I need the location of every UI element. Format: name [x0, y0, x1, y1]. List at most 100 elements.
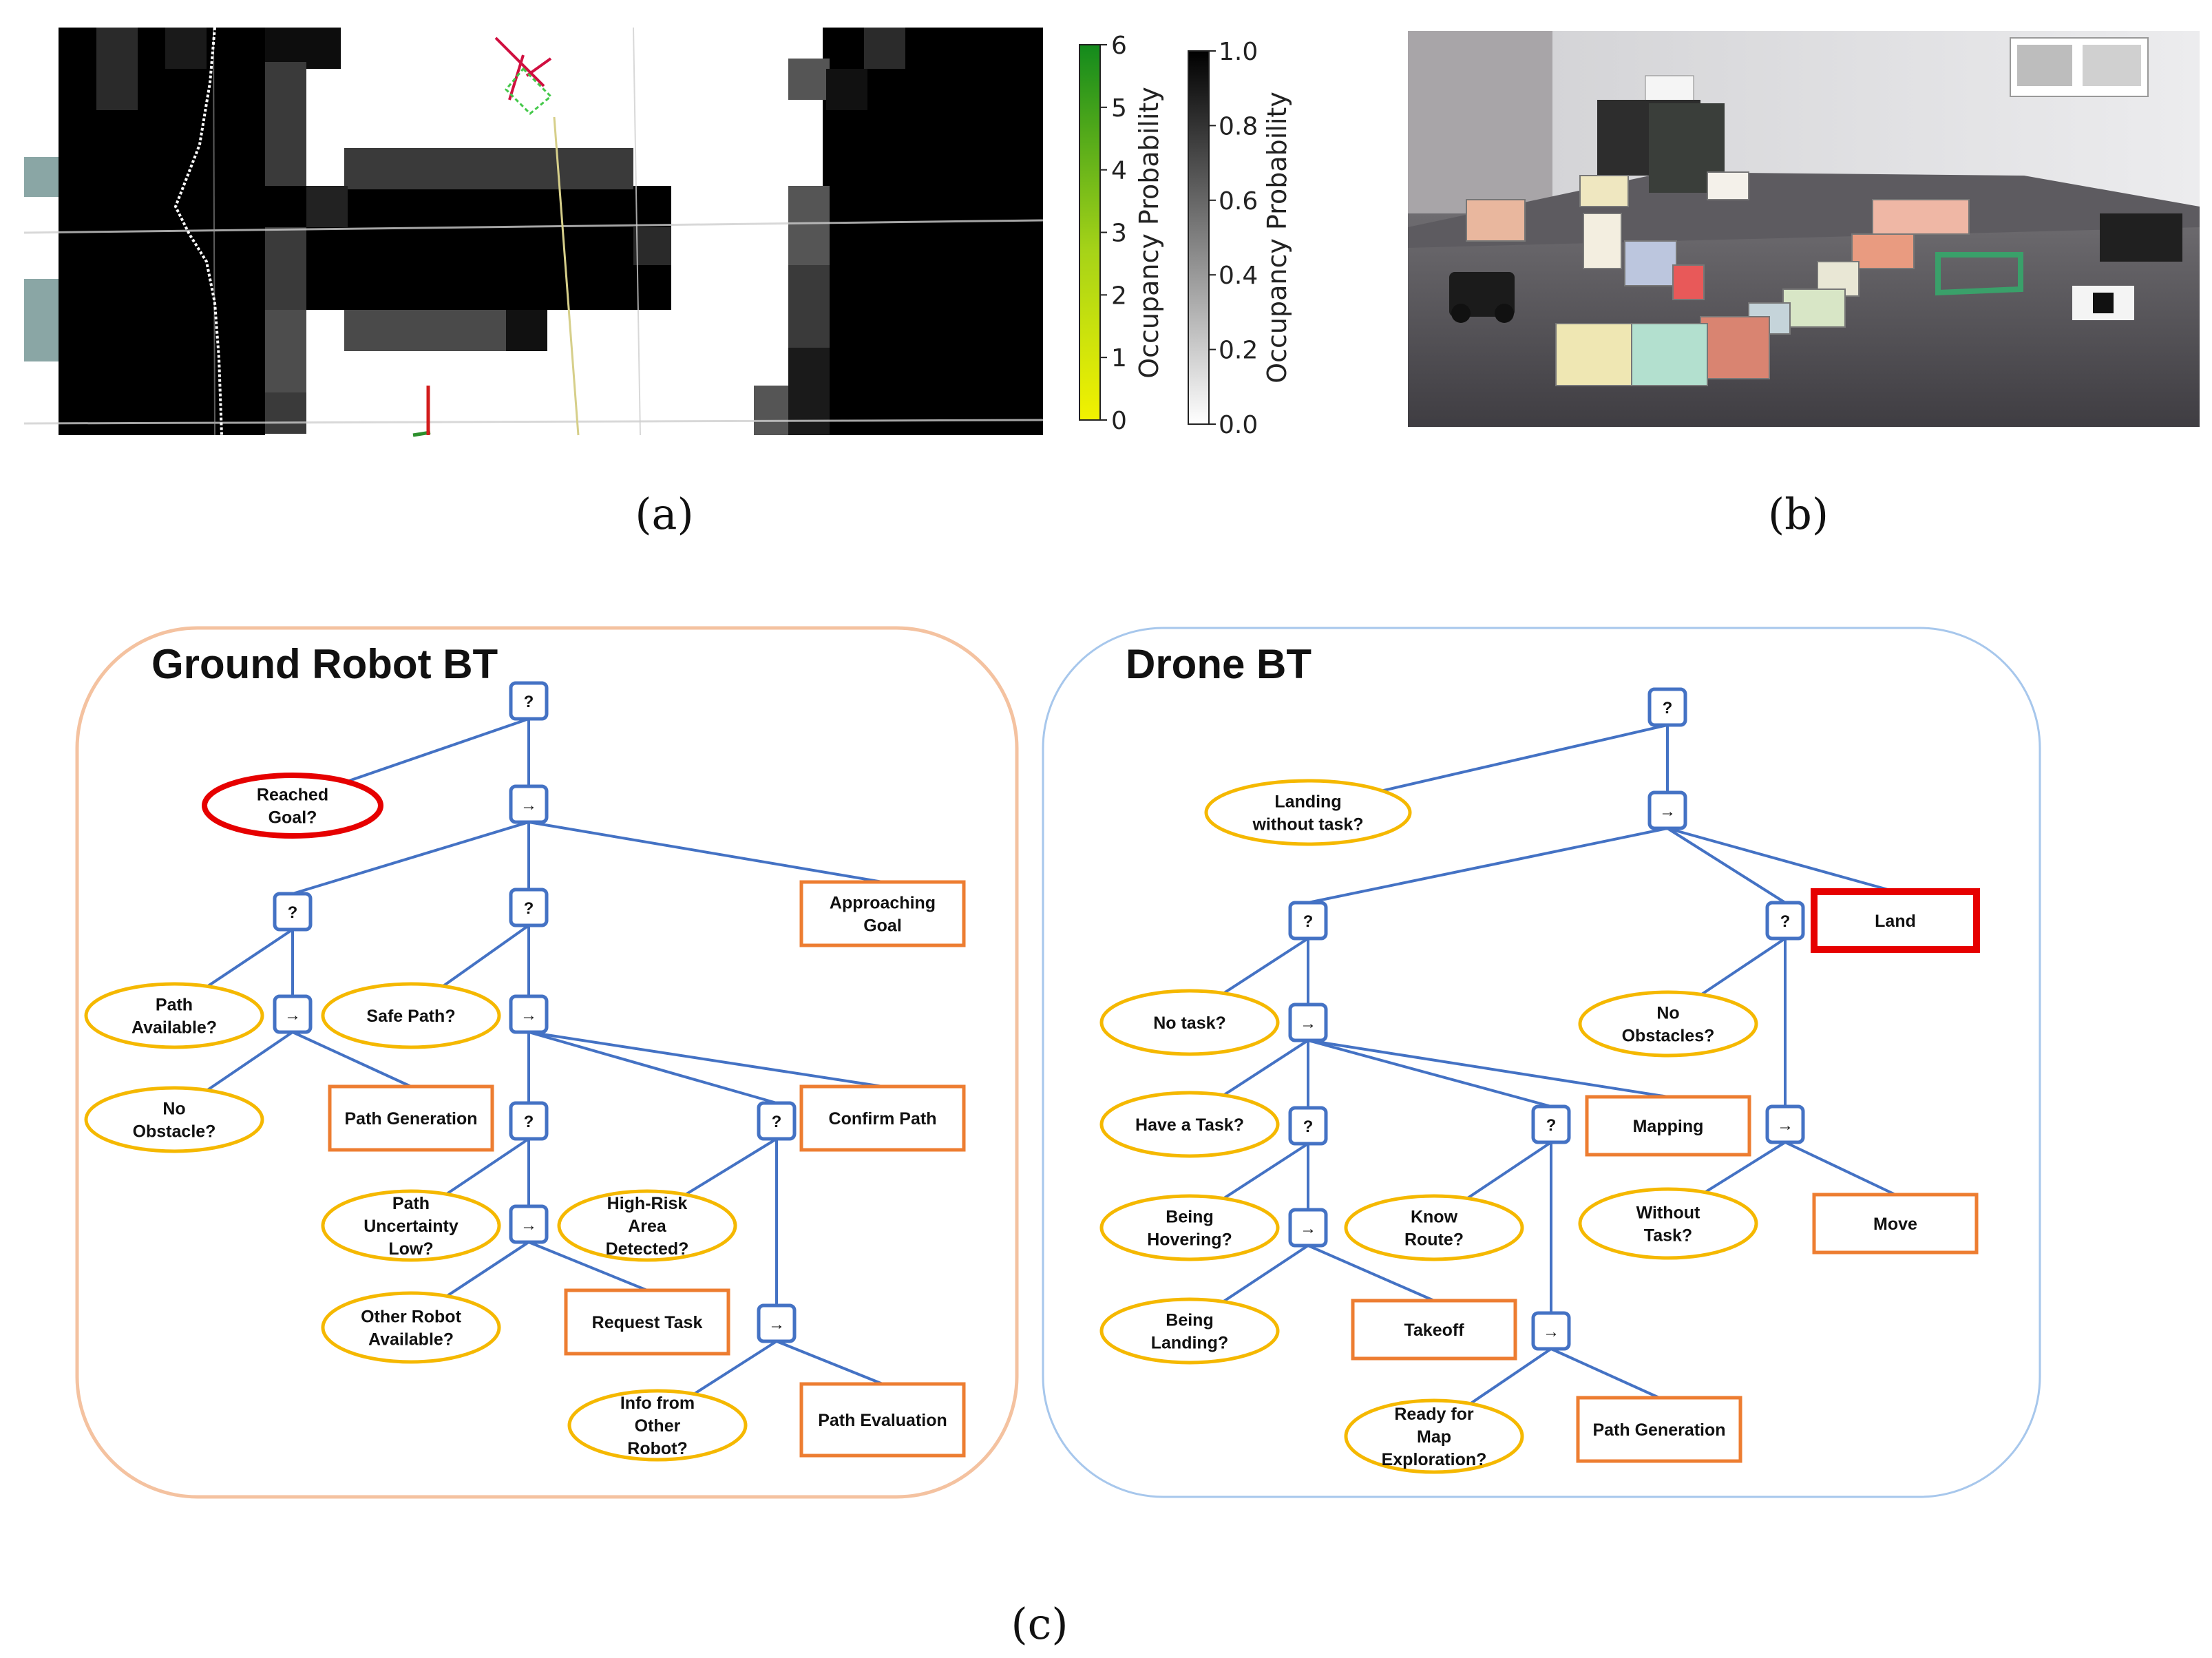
bt-node-label: Area	[628, 1217, 667, 1236]
condition-node-ellipse	[557, 1189, 737, 1262]
fallback-symbol: ?	[1780, 912, 1791, 931]
bt-edge	[1222, 1244, 1309, 1303]
sequence-node-box	[273, 994, 313, 1034]
bt-node-action: Path Generation	[1576, 1396, 1742, 1463]
action-node-box	[1576, 1396, 1742, 1463]
bt-node-label: Detected?	[606, 1239, 689, 1259]
fallback-node-box	[273, 892, 313, 932]
bt-edge	[1307, 1039, 1669, 1098]
colorbar-green-tick: 6	[1111, 32, 1127, 60]
bt-edge	[528, 1031, 777, 1104]
condition-node-ellipse	[1099, 989, 1280, 1056]
panel-label-a: (a)	[635, 489, 693, 539]
bt-node-sequence: →	[1531, 1311, 1571, 1351]
bt-node-action-active: Land	[1811, 888, 1980, 953]
condition-node-ellipse	[1099, 1194, 1280, 1261]
bt-edge	[1466, 1141, 1552, 1200]
bt-node-label: Without	[1636, 1204, 1700, 1223]
bt-edge	[528, 821, 883, 883]
bt-node-fallback: ?	[1531, 1104, 1571, 1144]
sequence-node-box	[509, 784, 549, 824]
bt-node-label: No task?	[1153, 1014, 1226, 1033]
bt-node-condition: Have a Task?	[1099, 1091, 1280, 1158]
bt-node-sequence: →	[1765, 1104, 1805, 1144]
condition-node-ellipse	[321, 982, 501, 1049]
bt-node-label: Approaching	[830, 894, 936, 913]
condition-node-ellipse	[1578, 990, 1758, 1058]
bt-edge	[776, 1340, 883, 1385]
sequence-node-box	[757, 1303, 797, 1343]
bt-node-label: Exploration?	[1382, 1450, 1487, 1469]
bt-edge	[528, 1031, 883, 1088]
bt-node-label: Know	[1411, 1208, 1458, 1227]
colorbar-green-tick: 0	[1111, 407, 1127, 435]
bt-node-label: Being	[1166, 1311, 1213, 1330]
bt-node-fallback: ?	[509, 888, 549, 927]
sequence-symbol: →	[768, 1315, 785, 1334]
bt-node-label: Uncertainty	[364, 1217, 459, 1236]
bt-node-action: Path Generation	[328, 1084, 494, 1152]
sequence-symbol: →	[520, 1216, 537, 1235]
sequence-symbol: →	[520, 796, 537, 815]
bt-nodes: ?ReachedGoal?→??ApproachingGoalPathAvail…	[84, 681, 1980, 1474]
sequence-symbol: →	[1300, 1014, 1316, 1033]
ground-robot-bt-frame	[75, 626, 1019, 1499]
bt-node-label: High-Risk	[607, 1194, 688, 1213]
bt-node-label: Move	[1873, 1215, 1917, 1234]
ground-robot-bt-title: Ground Robot BT	[151, 641, 498, 687]
bt-node-label: Path	[156, 996, 193, 1015]
colorbar-green-tick: 3	[1111, 220, 1127, 248]
bt-edge	[207, 928, 294, 988]
bt-node-label: Being	[1166, 1208, 1213, 1227]
fallback-node-box	[1531, 1104, 1571, 1144]
action-node-box	[1811, 888, 1980, 953]
bt-edge	[1704, 1141, 1787, 1194]
bt-edges	[206, 717, 1896, 1405]
bt-node-label: Path Evaluation	[818, 1411, 947, 1430]
condition-node-ellipse	[1099, 1091, 1280, 1158]
bt-node-label: Hovering?	[1147, 1230, 1232, 1250]
bt-node-action: Request Task	[564, 1288, 730, 1356]
action-node-box	[799, 1084, 966, 1152]
colorbar-gray-tick: 0.2	[1219, 337, 1258, 365]
action-node-box	[799, 1382, 966, 1458]
bt-edge	[1700, 937, 1787, 996]
bt-node-fallback: ?	[509, 1101, 549, 1141]
action-node-box	[328, 1084, 494, 1152]
bt-node-label: Info from	[620, 1394, 695, 1413]
bt-edge	[1469, 1347, 1552, 1405]
bt-node-label: Safe Path?	[366, 1007, 455, 1026]
bt-node-fallback: ?	[1288, 1106, 1328, 1146]
colorbar-green-tick: 4	[1111, 157, 1127, 185]
condition-node-ellipse	[1344, 1194, 1524, 1261]
colorbar-gray-tick: 0.8	[1219, 112, 1258, 140]
bt-node-label: Task?	[1644, 1226, 1692, 1246]
fallback-symbol: ?	[1663, 699, 1673, 717]
fallback-symbol: ?	[1303, 912, 1314, 931]
bt-node-label: Path Generation	[1592, 1420, 1725, 1440]
bt-edge	[528, 1241, 648, 1292]
fallback-node-box	[1288, 1106, 1328, 1146]
colorbar-gray-tick: 1.0	[1219, 38, 1258, 66]
colorbar-green-label: Occupancy Probability	[1134, 87, 1164, 379]
bt-node-label: Obstacle?	[133, 1122, 216, 1142]
bt-node-sequence: →	[1647, 790, 1687, 830]
condition-node-ellipse	[321, 1189, 501, 1262]
action-node-box	[1585, 1095, 1751, 1157]
bt-node-sequence: →	[509, 784, 549, 824]
bt-node-fallback: ?	[273, 892, 313, 932]
bt-node-label: Other	[635, 1416, 681, 1436]
bt-edge	[1550, 1347, 1660, 1399]
bt-edge	[206, 1031, 294, 1092]
bt-node-action: Takeoff	[1351, 1299, 1517, 1361]
fallback-symbol: ?	[524, 1113, 534, 1131]
bt-node-label: without task?	[1252, 815, 1363, 835]
bt-edge	[1307, 1039, 1552, 1108]
bt-node-fallback: ?	[1765, 901, 1805, 941]
fallback-node-box	[509, 888, 549, 927]
